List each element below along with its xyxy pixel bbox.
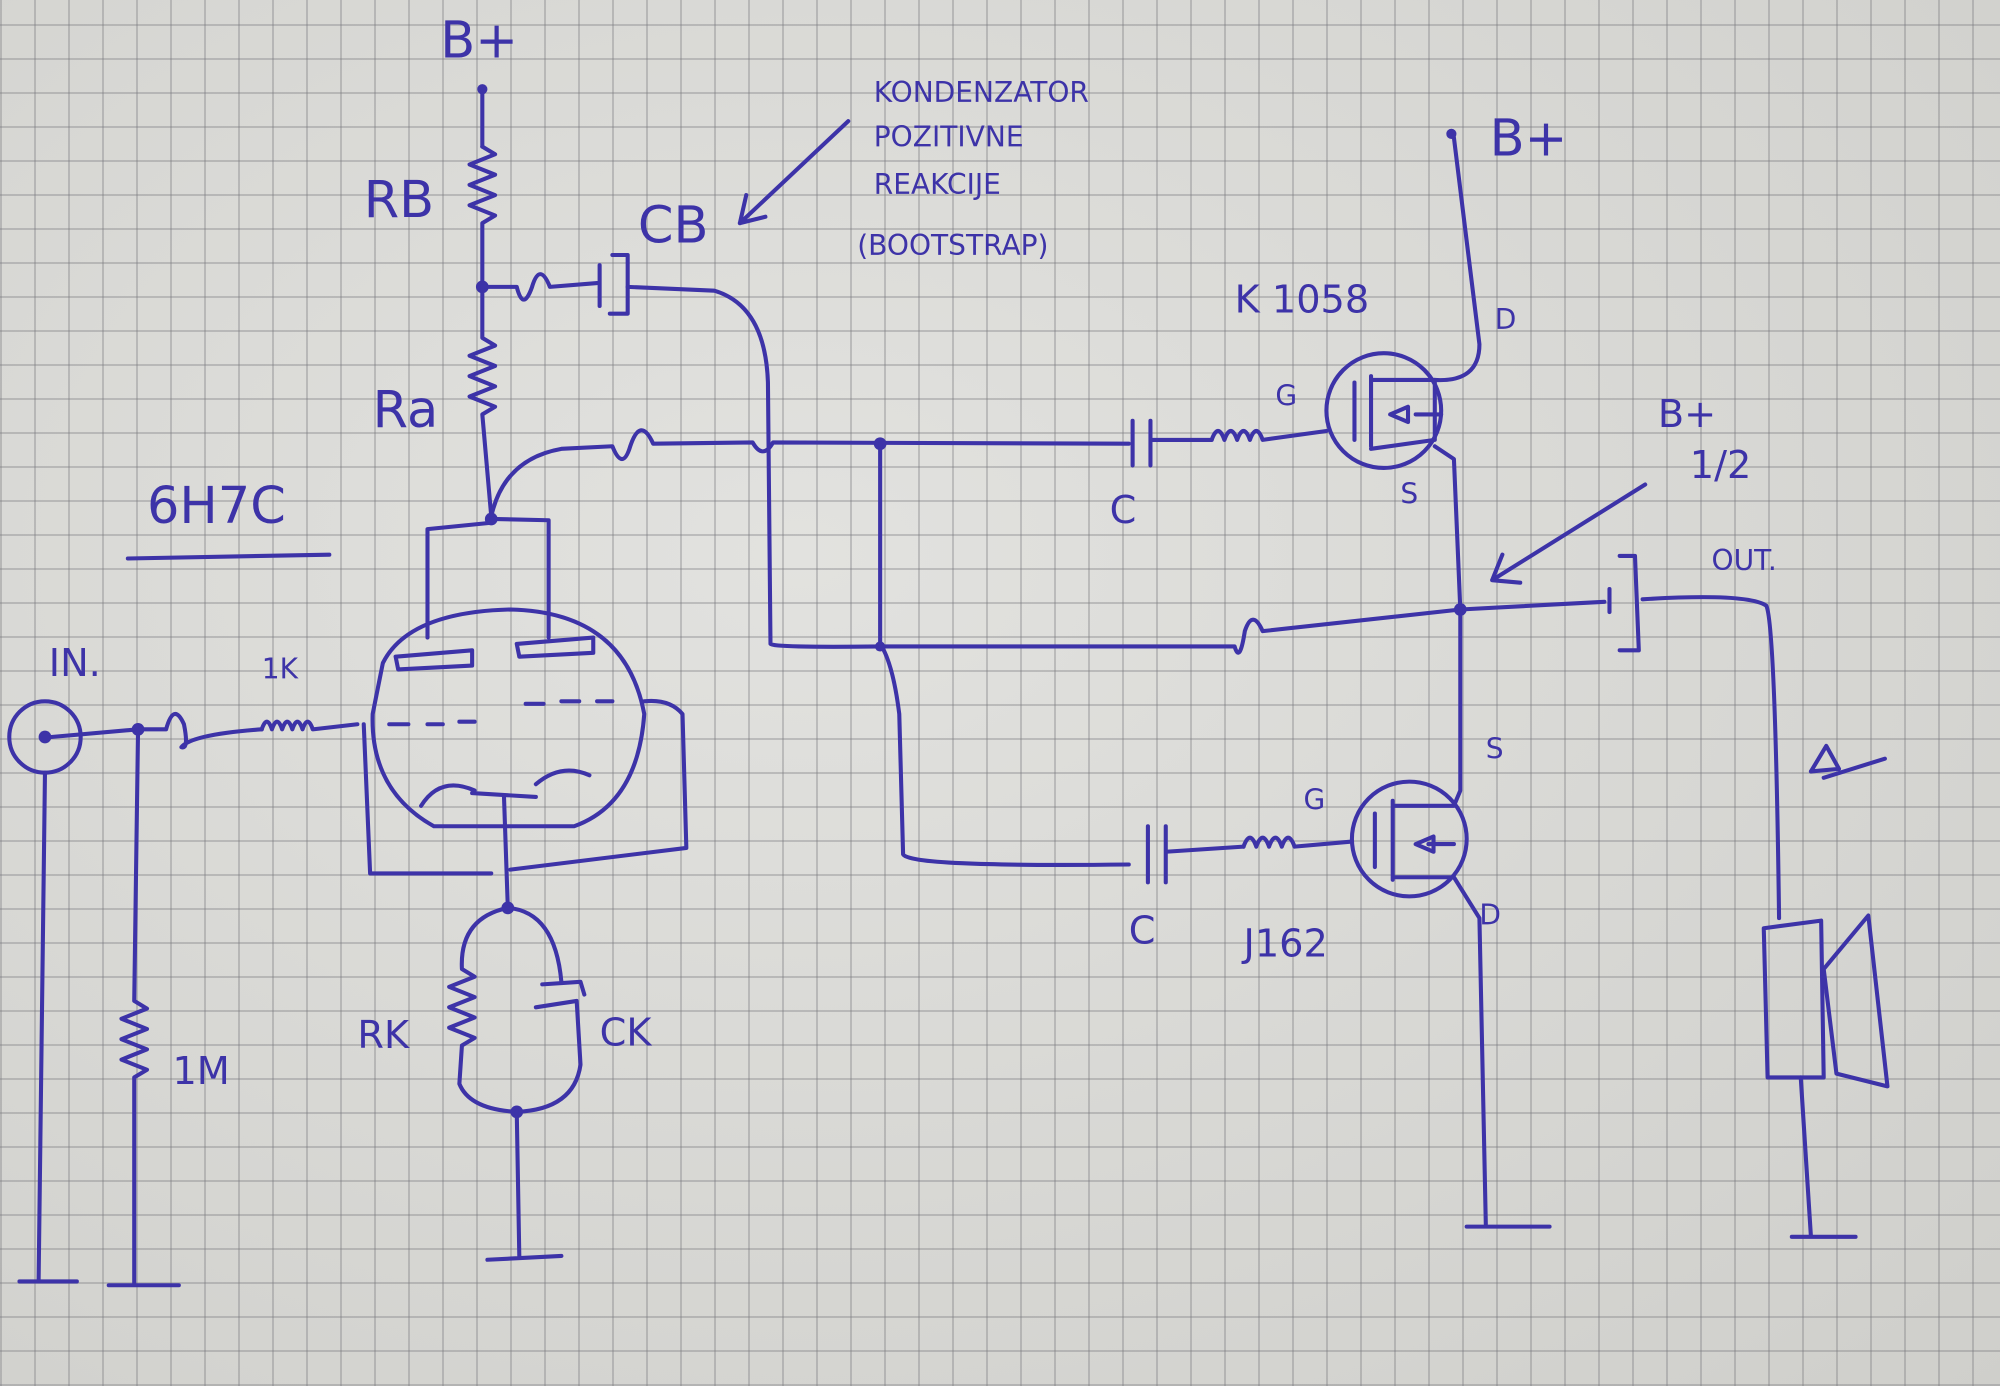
label-cb: CB <box>638 196 709 255</box>
label-cap-bottom: C <box>1129 909 1156 954</box>
annotation-line: KONDENZATOR <box>874 76 1089 109</box>
mosfet-k1058 <box>1324 135 1482 612</box>
label-bplus-top: B+ <box>440 11 518 70</box>
wire-split-down <box>878 441 1131 867</box>
label-ck: CK <box>600 1011 653 1056</box>
bplus-supply-top <box>477 84 488 149</box>
resistor-rb <box>467 144 498 289</box>
resistor-1k <box>259 719 360 732</box>
label-rb: RB <box>364 171 434 230</box>
label-ra: Ra <box>373 381 439 440</box>
label-input: IN. <box>49 641 101 686</box>
label-half-bplus-1: B+ <box>1658 392 1716 437</box>
label-mosfet-top: K 1058 <box>1235 277 1370 322</box>
ground-cathode <box>485 1109 564 1262</box>
wire-feedback <box>878 607 1463 655</box>
label-out: OUT. <box>1711 544 1776 577</box>
label-bplus-right: B+ <box>1490 110 1568 169</box>
wire-plate-to-gates <box>489 428 1131 519</box>
bplus-supply-right <box>1446 128 1457 139</box>
resistor-1m <box>106 727 181 1288</box>
label-gate-bottom: G <box>1303 784 1325 817</box>
resistor-rk <box>447 905 519 1114</box>
capacitor-output <box>1458 553 1782 921</box>
tube-underline <box>125 552 332 561</box>
label-cap-top: C <box>1110 488 1137 533</box>
capacitor-ck <box>505 905 587 1114</box>
capacitor-cb <box>480 252 883 649</box>
label-half-bplus-2: 1/2 <box>1690 443 1752 488</box>
speaker <box>1761 743 1890 1239</box>
ferrite-top <box>1209 428 1329 442</box>
label-drain-top: D <box>1495 303 1517 336</box>
capacitor-c-top <box>1130 418 1214 468</box>
ground-input <box>17 770 79 1284</box>
capacitor-c-bottom <box>1145 824 1246 885</box>
annotation-line: POZITIVNE <box>874 121 1024 154</box>
ferrite-bottom <box>1241 835 1354 849</box>
label-gate-top: G <box>1275 379 1297 412</box>
label-1k: 1K <box>262 652 299 685</box>
label-1m: 1M <box>172 1049 229 1094</box>
node-feedback <box>875 641 886 652</box>
label-tube: 6H7C <box>147 477 286 536</box>
tube-6h7c <box>361 516 689 910</box>
annotation-line: (BOOTSTRAP) <box>857 229 1048 262</box>
label-source-top: S <box>1400 478 1418 511</box>
label-drain-bottom: D <box>1479 898 1501 931</box>
annotation-arrow <box>737 119 851 226</box>
half-bplus-arrow <box>1490 482 1648 585</box>
annotation-bootstrap: KONDENZATOR POZITIVNE REAKCIJE (BOOTSTRA… <box>857 76 1089 262</box>
resistor-ra <box>467 284 498 519</box>
label-mosfet-bottom: J162 <box>1242 921 1328 966</box>
mosfet-j162 <box>1349 607 1552 1229</box>
annotation-line: REAKCIJE <box>874 168 1001 201</box>
label-rk: RK <box>357 1013 410 1058</box>
wire-input <box>49 711 264 750</box>
label-source-bottom: S <box>1486 733 1504 766</box>
